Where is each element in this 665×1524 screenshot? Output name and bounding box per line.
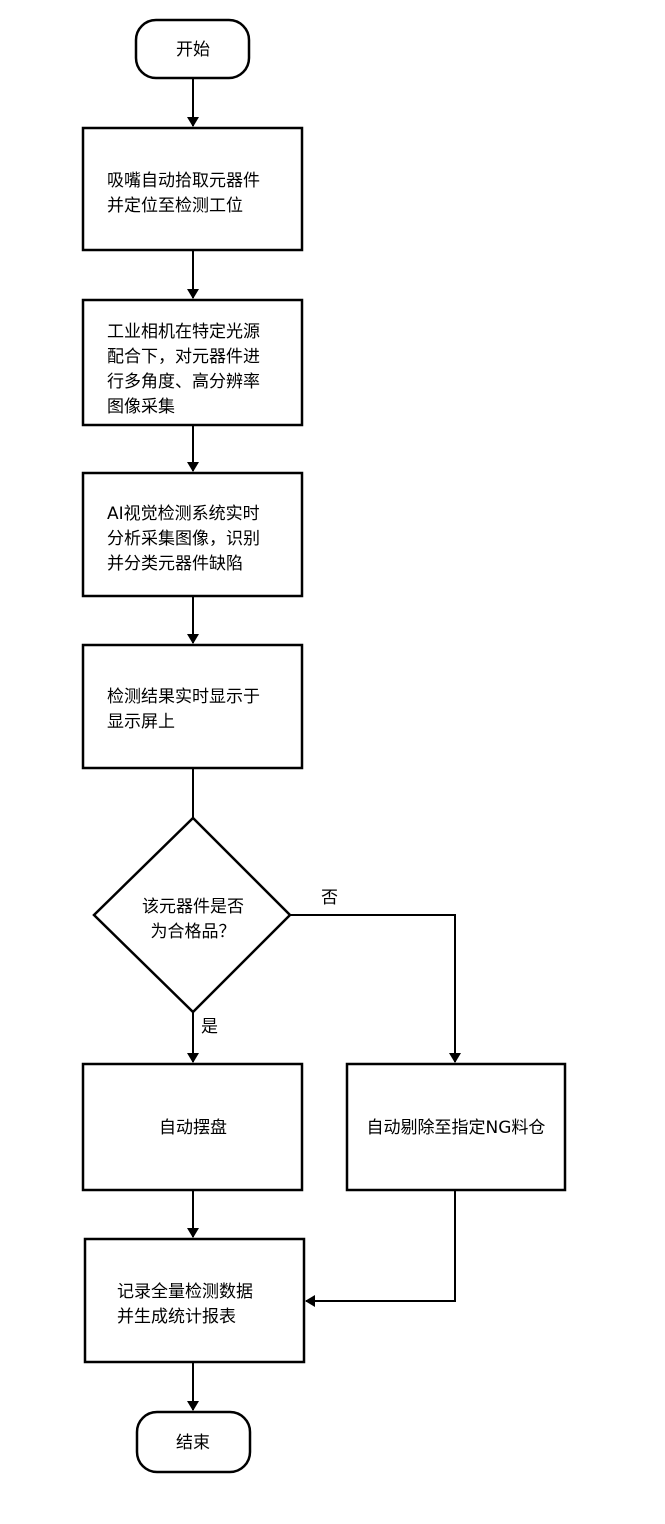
no-label: 否: [321, 888, 338, 908]
process-tray: 自动摆盘: [81, 1062, 304, 1192]
yes-label: 是: [201, 1017, 218, 1037]
decision-line-2: 为合格品？: [151, 922, 236, 942]
pick-line-1: 吸嘴自动拾取元器件: [107, 171, 260, 191]
process-pick: 吸嘴自动拾取元器件 并定位至检测工位: [81, 126, 304, 252]
record-line-1: 记录全量检测数据: [117, 1282, 253, 1302]
record-line-2: 并生成统计报表: [117, 1307, 236, 1327]
connectors: [187, 78, 461, 1411]
start-terminal: 开始: [134, 18, 251, 80]
capture-line-3: 行多角度、高分辨率: [107, 372, 260, 392]
process-analyze: AI视觉检测系统实时 分析采集图像，识别 并分类元器件缺陷: [81, 471, 304, 598]
arrow-decision-no: [290, 914, 461, 1063]
display-line-2: 显示屏上: [107, 712, 175, 732]
process-capture: 工业相机在特定光源 配合下，对元器件进 行多角度、高分辨率 图像采集: [81, 298, 304, 427]
pick-line-2: 并定位至检测工位: [107, 196, 243, 216]
arrow-reject-to-record: [305, 1190, 456, 1307]
end-label: 结束: [176, 1433, 210, 1453]
start-label: 开始: [176, 40, 210, 60]
decision-qualified: 该元器件是否 为合格品？: [92, 816, 292, 1014]
capture-line-2: 配合下，对元器件进: [107, 347, 260, 367]
analyze-line-2: 分析采集图像，识别: [107, 529, 260, 549]
analyze-line-1: AI视觉检测系统实时: [107, 504, 260, 524]
reject-label: 自动剔除至指定NG料仓: [367, 1118, 546, 1138]
capture-line-4: 图像采集: [107, 397, 175, 417]
analyze-line-3: 并分类元器件缺陷: [107, 554, 243, 574]
process-reject: 自动剔除至指定NG料仓: [345, 1062, 567, 1192]
end-terminal: 结束: [135, 1410, 252, 1474]
tray-label: 自动摆盘: [159, 1118, 227, 1138]
process-display: 检测结果实时显示于 显示屏上: [81, 643, 304, 770]
decision-line-1: 该元器件是否: [142, 897, 244, 917]
capture-line-1: 工业相机在特定光源: [107, 322, 260, 342]
process-record: 记录全量检测数据 并生成统计报表: [83, 1237, 306, 1364]
display-line-1: 检测结果实时显示于: [107, 687, 260, 707]
